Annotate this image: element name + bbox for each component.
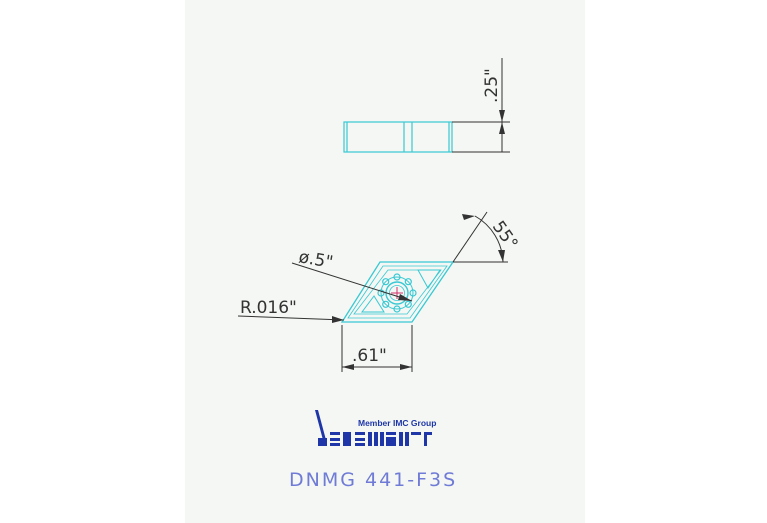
logo-member-text: Member IMC Group xyxy=(358,418,436,428)
angle-dimension xyxy=(452,211,508,263)
side-view-outline xyxy=(343,121,453,153)
center-hole-bolts xyxy=(377,273,417,313)
insert-outline xyxy=(340,261,455,323)
thickness-label: .25" xyxy=(482,68,502,103)
top-view xyxy=(340,261,455,323)
thickness-dimension xyxy=(452,58,510,153)
model-label: DNMG 441-F3S xyxy=(289,469,457,491)
radius-label: R.016" xyxy=(240,298,297,318)
radius-dimension xyxy=(237,315,345,323)
angle-label: 55° xyxy=(488,217,522,253)
length-dimension xyxy=(341,325,413,372)
side-view xyxy=(343,121,453,153)
length-label: .61" xyxy=(352,346,387,366)
center-marks xyxy=(391,287,403,299)
iscar-logo-icon xyxy=(315,410,432,446)
center-hole-outer xyxy=(380,276,414,310)
diameter-dimension xyxy=(291,262,413,302)
diameter-label: ø.5" xyxy=(297,247,334,273)
